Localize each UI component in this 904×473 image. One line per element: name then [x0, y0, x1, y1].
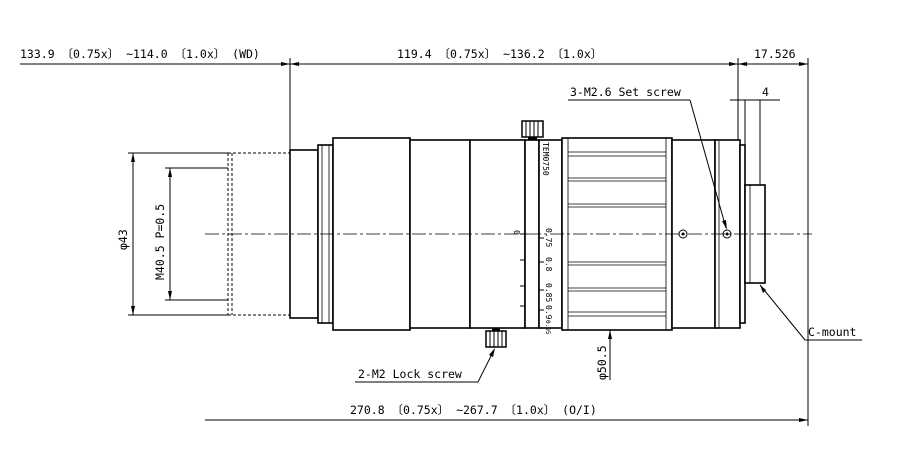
set-screw-callout: 3-M2.6 Set screw: [570, 85, 681, 99]
mag-mark: 0.9: [544, 305, 553, 320]
filter-thread-label: M40.5 P=0.5: [153, 204, 167, 280]
lock-screw-leader: [355, 348, 495, 383]
lock-screw-callout: 2-M2 Lock screw: [358, 367, 462, 381]
wd-dimension: 133.9 〔0.75x〕 ~114.0 〔1.0x〕 (WD): [20, 47, 260, 61]
c-mount-callout: C-mount: [808, 325, 856, 339]
oi-dimension: 270.8 〔0.75x〕 ~267.7 〔1.0x〕 (O/I): [350, 403, 597, 417]
phi43-label: φ43: [116, 229, 130, 250]
set-screw-leader: [568, 99, 727, 230]
phi50-label: φ50.5: [595, 345, 609, 380]
flange-dimension: 17.526: [754, 47, 796, 61]
phi43-dimension-line: [128, 152, 228, 316]
lock-screw-top: [521, 120, 544, 140]
mag-mark: 0.75: [544, 228, 553, 247]
mag-mark: 0.8: [544, 257, 553, 272]
focus-zero-mark: 0: [512, 230, 521, 235]
lens-length-dimension: 119.4 〔0.75x〕 ~136.2 〔1.0x〕: [397, 47, 602, 61]
mag-mark: 0.85: [544, 283, 553, 302]
c-mount-leader: [759, 284, 862, 341]
bottom-dimension-line: [205, 418, 808, 422]
filter-thread-dimension-line: [165, 167, 228, 301]
phi50-dimension-line: [608, 330, 612, 380]
mount-depth-label: 4: [762, 85, 769, 99]
mag-mark: 0.95: [544, 320, 551, 335]
ring-marking: TEM0750: [541, 142, 550, 176]
top-dimension-line: [20, 58, 809, 426]
lock-screw-bottom: [485, 328, 507, 348]
